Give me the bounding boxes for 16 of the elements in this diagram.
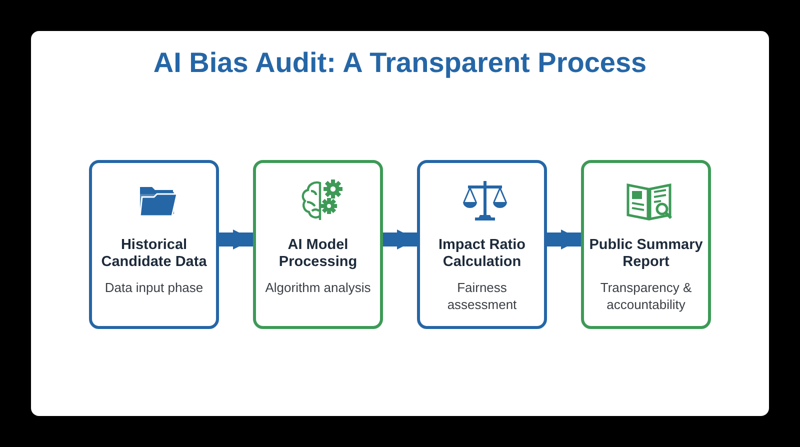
step-title: Public Summary Report — [588, 237, 704, 271]
process-box — [89, 160, 219, 329]
step-description: Algorithm analysis — [264, 279, 372, 296]
step-title: Impact Ratio Calculation — [437, 237, 526, 271]
arrow — [383, 230, 417, 250]
process-box — [253, 160, 383, 329]
step-description: Data input phase — [104, 279, 204, 296]
step-title: AI Model Processing — [278, 237, 358, 271]
arrow — [547, 230, 581, 250]
arrow — [219, 230, 253, 250]
step-description: Fairness assessment — [446, 279, 518, 313]
step-description: Transparency & accountability — [599, 279, 693, 313]
process-box — [417, 160, 547, 329]
process-box — [581, 160, 711, 329]
step-title: Historical Candidate Data — [100, 237, 208, 271]
diagram-title: AI Bias Audit: A Transparent Process — [152, 47, 648, 79]
